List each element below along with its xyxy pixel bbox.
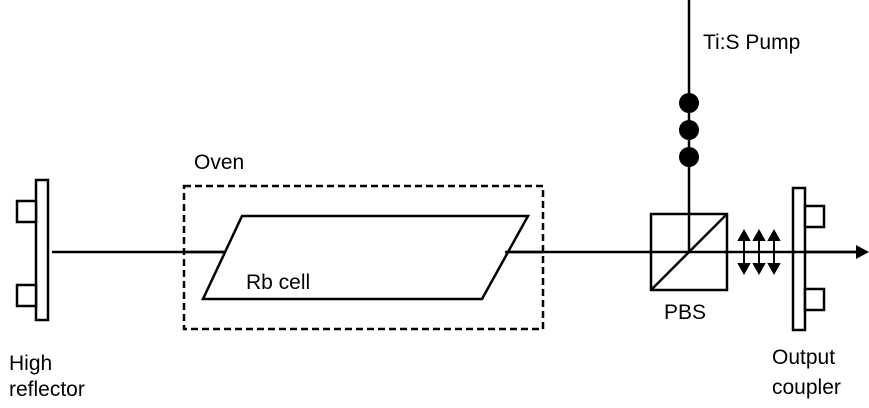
oven-label: Oven — [194, 151, 245, 174]
rb-cell-label: Rb cell — [246, 271, 311, 294]
rb-cell — [201, 214, 531, 301]
polarization-dot — [679, 147, 699, 167]
high-reflector-mirror — [15, 178, 50, 322]
polarization-arrows — [737, 228, 781, 276]
pbs-cube — [649, 212, 729, 292]
oven-box — [182, 184, 545, 331]
pump-label: Ti:S Pump — [703, 31, 801, 54]
output-coupler-label-line1: Output — [772, 346, 836, 369]
pbs-label: PBS — [664, 301, 707, 324]
output-coupler-label-line2: coupler — [772, 376, 841, 399]
output-coupler-mirror — [791, 186, 826, 332]
polarization-dot — [679, 93, 699, 113]
output-beam-arrowhead — [856, 245, 869, 259]
high-reflector-label-line1: High — [9, 352, 53, 375]
high-reflector-label-line2: reflector — [9, 378, 85, 401]
polarization-dot — [679, 120, 699, 140]
